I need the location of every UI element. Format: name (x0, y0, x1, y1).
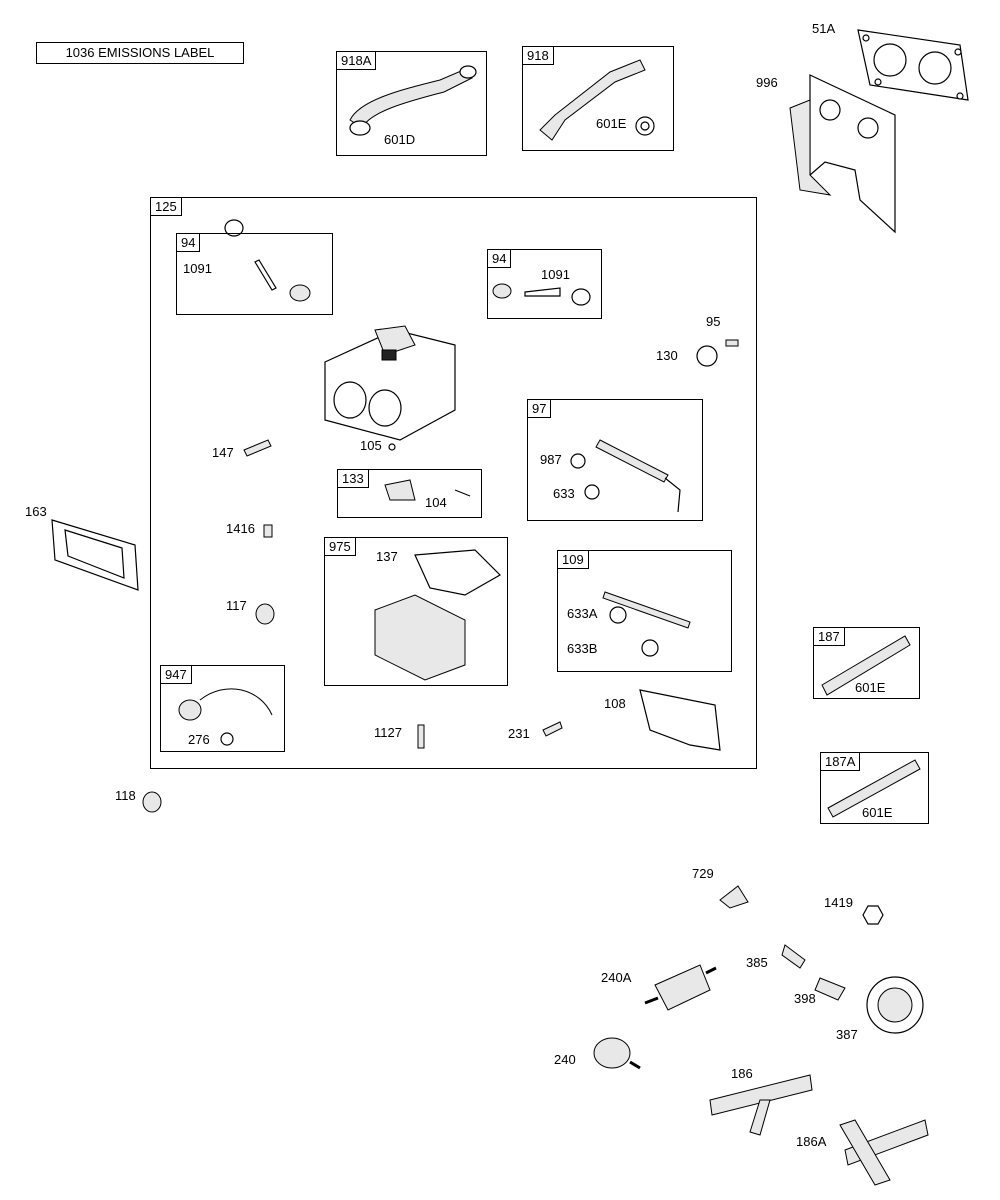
label-231: 231 (508, 726, 530, 741)
gasket-108-drawing (639, 689, 721, 751)
label-987: 987 (540, 452, 562, 467)
plug-118-drawing (142, 791, 162, 813)
plate-996-drawing (789, 74, 896, 234)
label-276: 276 (188, 732, 210, 747)
label-601E: 601E (596, 116, 627, 131)
label-186A: 186A (796, 1134, 827, 1149)
box-94-right-tag: 94 (487, 249, 512, 268)
label-137: 137 (376, 549, 398, 564)
fitting-385-drawing (781, 944, 806, 969)
box-918: 918 (522, 46, 674, 151)
label-186: 186 (731, 1066, 753, 1081)
screw-95-drawing (725, 339, 739, 347)
label-240A: 240A (601, 970, 632, 985)
label-1091-right: 1091 (541, 267, 570, 282)
label-117: 117 (226, 598, 247, 613)
box-975: 975 (324, 537, 508, 686)
label-387: 387 (836, 1027, 858, 1042)
box-918A: 918A (336, 51, 487, 156)
pin-105-drawing (388, 443, 396, 451)
emissions-label-box: 1036 EMISSIONS LABEL (36, 42, 244, 64)
label-104: 104 (425, 495, 447, 510)
box-109-tag: 109 (557, 550, 589, 569)
box-918-tag: 918 (522, 46, 554, 65)
box-94-left-tag: 94 (176, 233, 201, 252)
fuel-pump-387-drawing (866, 976, 924, 1034)
screw-231-drawing (542, 721, 563, 737)
nut-1419-drawing (862, 905, 884, 925)
fuel-filter-240-drawing (593, 1037, 641, 1070)
box-975-tag: 975 (324, 537, 356, 556)
hose-187-drawing (821, 635, 911, 696)
clamp-729-drawing (719, 885, 749, 909)
gasket-51A-drawing (857, 29, 969, 101)
label-1419: 1419 (824, 895, 853, 910)
fitting-186-drawing (709, 1074, 813, 1136)
label-633B: 633B (567, 641, 598, 656)
float-133-drawing (384, 479, 416, 501)
hose-918-drawing (539, 59, 655, 141)
gasket-163-drawing (51, 519, 139, 591)
mixture-screw-right-drawing (492, 283, 591, 306)
label-398: 398 (794, 991, 816, 1006)
box-187A: 187A (820, 752, 929, 824)
label-1416: 1416 (226, 521, 255, 536)
screw-147-drawing (243, 439, 272, 457)
hose-187A-drawing (827, 759, 921, 818)
fuel-filter-240A-drawing (644, 964, 717, 1011)
label-601D: 601D (384, 132, 416, 147)
label-996: 996 (756, 75, 778, 90)
box-918A-tag: 918A (336, 51, 377, 70)
mixture-screw-left-drawing (224, 219, 311, 302)
jet-1416-drawing (263, 524, 273, 538)
float-bowl-975-drawing (374, 549, 501, 681)
label-118: 118 (115, 788, 136, 803)
label-601E-187: 601E (855, 680, 886, 695)
plug-117-drawing (255, 603, 275, 625)
throttle-plate-130-drawing (696, 345, 718, 367)
fitting-186A-drawing (839, 1119, 929, 1186)
label-108: 108 (604, 696, 626, 711)
solenoid-947-drawing (178, 688, 273, 746)
label-633: 633 (553, 486, 575, 501)
label-147: 147 (212, 445, 234, 460)
label-1127: 1127 (374, 725, 402, 740)
label-130: 130 (656, 348, 678, 363)
box-133: 133 (337, 469, 482, 518)
box-94-right: 94 (487, 249, 602, 319)
box-109: 109 (557, 550, 732, 672)
box-97-tag: 97 (527, 399, 552, 418)
throttle-shaft-97-drawing (570, 439, 681, 513)
label-729: 729 (692, 866, 714, 881)
box-94-left: 94 (176, 233, 333, 315)
label-1091-left: 1091 (183, 261, 212, 276)
box-125-tag: 125 (150, 197, 182, 216)
box-187-tag: 187 (813, 627, 845, 646)
hose-918A-drawing (349, 65, 477, 136)
box-187A-tag: 187A (820, 752, 861, 771)
hose-398-drawing (814, 977, 846, 1001)
label-385: 385 (746, 955, 768, 970)
label-105: 105 (360, 438, 382, 453)
label-51A: 51A (812, 21, 836, 36)
box-947: 947 (160, 665, 285, 752)
box-947-tag: 947 (160, 665, 192, 684)
box-125: 125 (150, 197, 757, 769)
box-133-tag: 133 (337, 469, 369, 488)
label-95: 95 (706, 314, 721, 329)
choke-shaft-109-drawing (602, 591, 691, 657)
pin-104-drawing (454, 489, 471, 497)
carburetor-body-drawing (324, 325, 456, 441)
label-601E-187A: 601E (862, 805, 893, 820)
box-187: 187 (813, 627, 920, 699)
screw-1127-drawing (417, 724, 425, 749)
label-633A: 633A (567, 606, 598, 621)
label-240: 240 (554, 1052, 576, 1067)
label-163: 163 (25, 504, 47, 519)
box-97: 97 (527, 399, 703, 521)
